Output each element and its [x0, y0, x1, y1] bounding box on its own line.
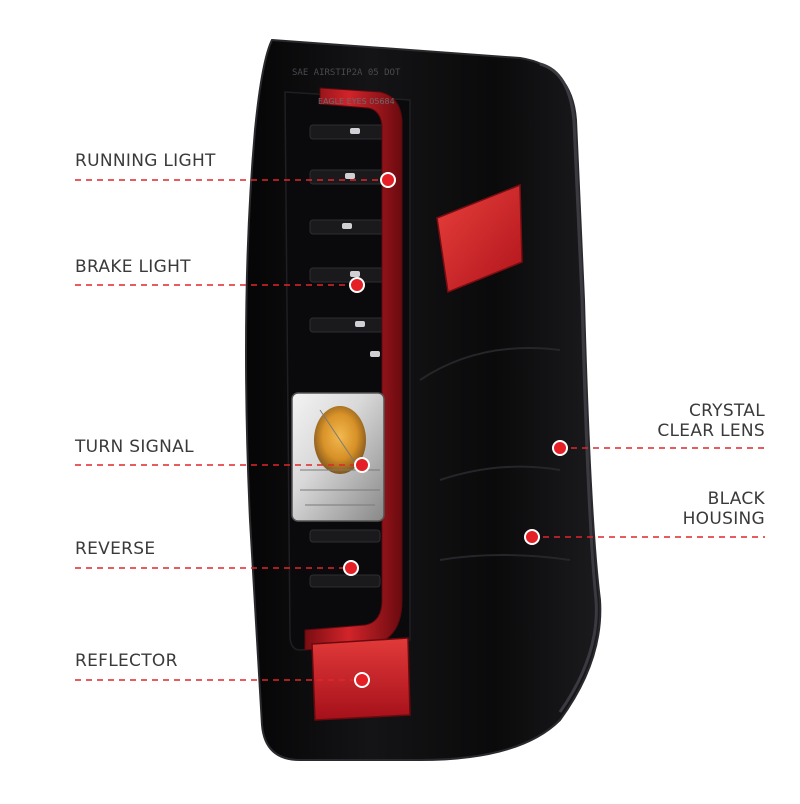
callout-label-turn-signal: TURN SIGNAL	[75, 437, 194, 457]
side-reflector	[436, 183, 523, 294]
callout-label-crystal-clear-lens: CRYSTAL CLEAR LENS	[657, 401, 765, 441]
callout-dot-reverse	[343, 560, 359, 576]
callout-dot-reflector	[354, 672, 370, 688]
callout-label-housing-line-2: HOUSING	[682, 508, 765, 529]
lens-code-text: SAE AIRSTIP2A 05 DOT	[292, 68, 401, 78]
callout-lines	[75, 179, 765, 681]
callout-dot-turn-signal	[354, 457, 370, 473]
callout-label-housing-line-1: BLACK	[707, 489, 765, 509]
callout-dot-crystal-clear-lens	[552, 440, 568, 456]
housing-edge-highlight	[539, 62, 598, 713]
callout-label-crystal-line-2: CLEAR LENS	[657, 420, 765, 441]
callout-label-crystal-line-1: CRYSTAL	[688, 401, 765, 421]
housing-contours	[419, 347, 571, 561]
callout-label-reflector: REFLECTOR	[75, 651, 178, 671]
callout-dot-running-light	[380, 172, 396, 188]
callout-label-reverse: REVERSE	[75, 539, 156, 559]
callout-label-black-housing: BLACK HOUSING	[682, 489, 765, 529]
lens-brand-text: EAGLE EYES 05684	[318, 97, 395, 106]
callout-dots	[343, 172, 568, 688]
callout-label-brake-light: BRAKE LIGHT	[75, 257, 191, 277]
callout-dot-brake-light	[349, 277, 365, 293]
callout-label-running-light: RUNNING LIGHT	[75, 151, 216, 171]
led-highlights	[342, 128, 380, 357]
callout-dot-black-housing	[524, 529, 540, 545]
running-light-led-bar	[304, 87, 403, 651]
